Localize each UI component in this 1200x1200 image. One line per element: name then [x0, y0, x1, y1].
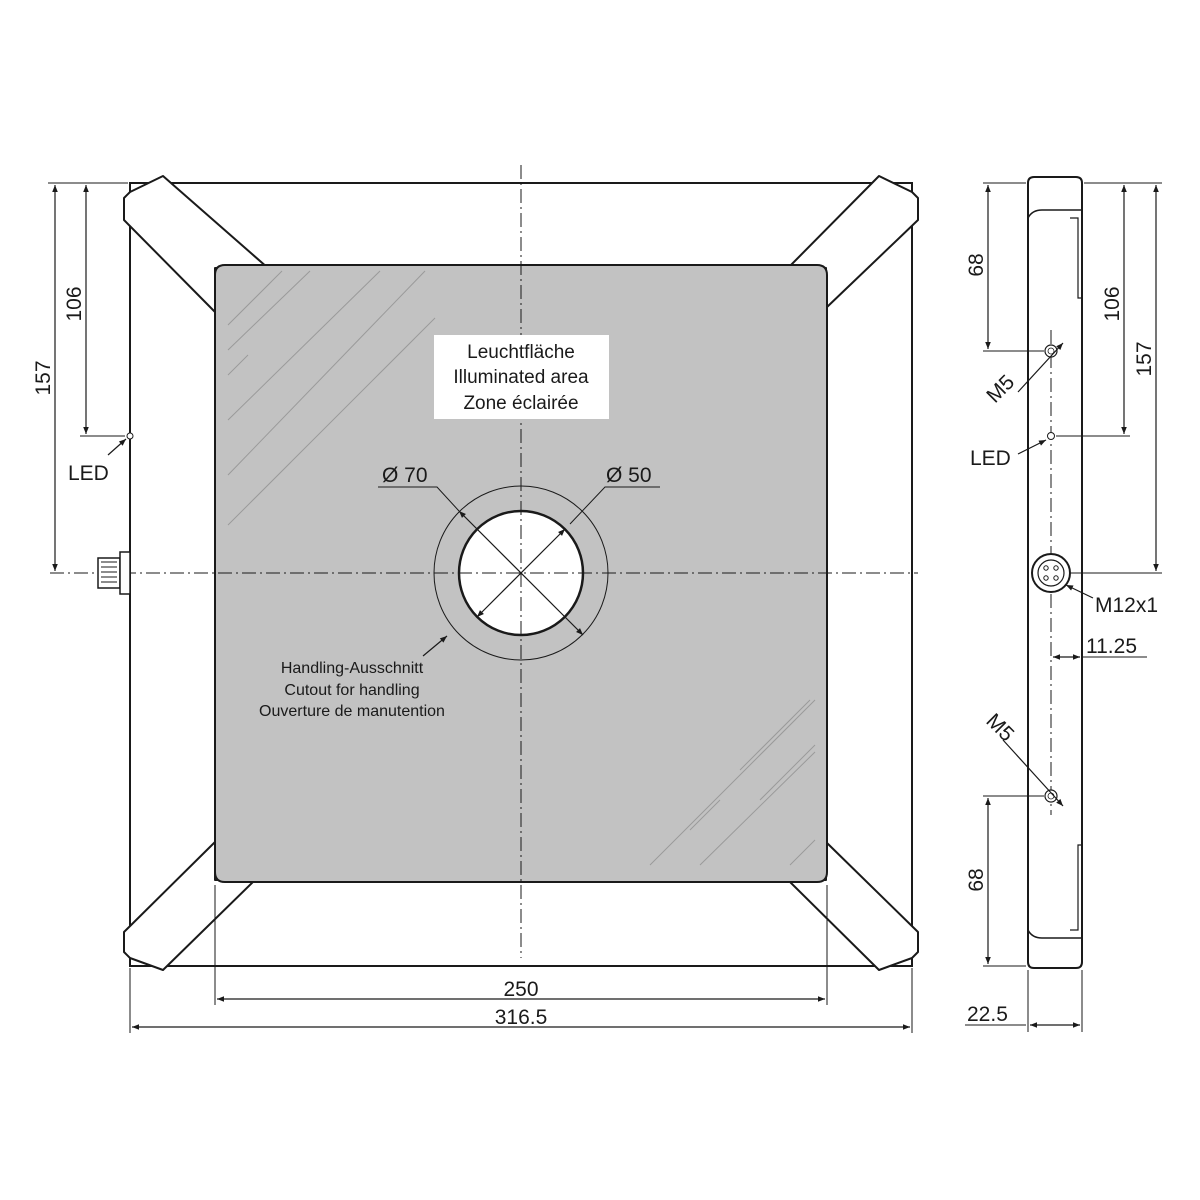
thread-bottom-label: M5 — [981, 709, 1018, 746]
thread-top-leader — [1017, 342, 1064, 393]
led-leader — [107, 438, 127, 456]
thread-top-label: M5 — [982, 371, 1019, 408]
dim-106-front: 106 — [63, 286, 86, 321]
inner-diameter-arrow — [476, 528, 566, 618]
led-indicator-side — [1047, 432, 1055, 440]
dim-68-bottom: 68 — [965, 868, 988, 891]
dim-68-top: 68 — [965, 253, 988, 276]
dim-157-front: 157 — [32, 360, 55, 395]
inner-diameter-label: Ø 50 — [606, 464, 652, 487]
thread-m5-top — [1044, 344, 1058, 358]
side-bottom-bracket — [1027, 929, 1082, 939]
dim-106-side: 106 — [1101, 286, 1124, 321]
corner-brackets — [123, 175, 919, 971]
dim-22-5: 22.5 — [967, 1003, 1008, 1026]
illuminated-label-box — [434, 335, 609, 419]
connector-label: M12x1 — [1095, 594, 1158, 617]
led-label-side: LED — [970, 447, 1011, 470]
dim-157-side: 157 — [1133, 341, 1156, 376]
side-top-bracket — [1027, 209, 1082, 219]
dim-316: 316.5 — [495, 1006, 548, 1029]
led-indicator — [126, 432, 134, 440]
thread-bottom-leader — [1002, 739, 1064, 807]
glare-lines — [227, 270, 816, 866]
connector-leader — [1065, 584, 1094, 599]
led-label-front: LED — [68, 462, 109, 485]
handling-label-en: Cutout for handling — [284, 682, 419, 699]
handling-label-de: Handling-Ausschnitt — [281, 660, 424, 677]
dim-250: 250 — [503, 978, 538, 1001]
handling-leader — [422, 635, 448, 657]
dim-11-25: 11.25 — [1086, 635, 1137, 658]
illuminated-label-fr: Zone éclairée — [463, 393, 578, 414]
illuminated-label-en: Illuminated area — [453, 367, 589, 388]
led-side-leader — [1017, 439, 1047, 455]
front-view: Ø 70 Ø 50 Leuchtfläche Illuminated area … — [32, 165, 919, 1033]
outer-diameter-label: Ø 70 — [382, 464, 428, 487]
side-view: LED M12x1 M5 M5 68 106 157 11.25 — [965, 176, 1162, 1032]
illuminated-label-de: Leuchtfläche — [467, 342, 575, 363]
connector-plug — [97, 551, 131, 595]
handling-label-fr: Ouverture de manutention — [259, 703, 445, 720]
thread-m5-bottom — [1044, 789, 1058, 803]
